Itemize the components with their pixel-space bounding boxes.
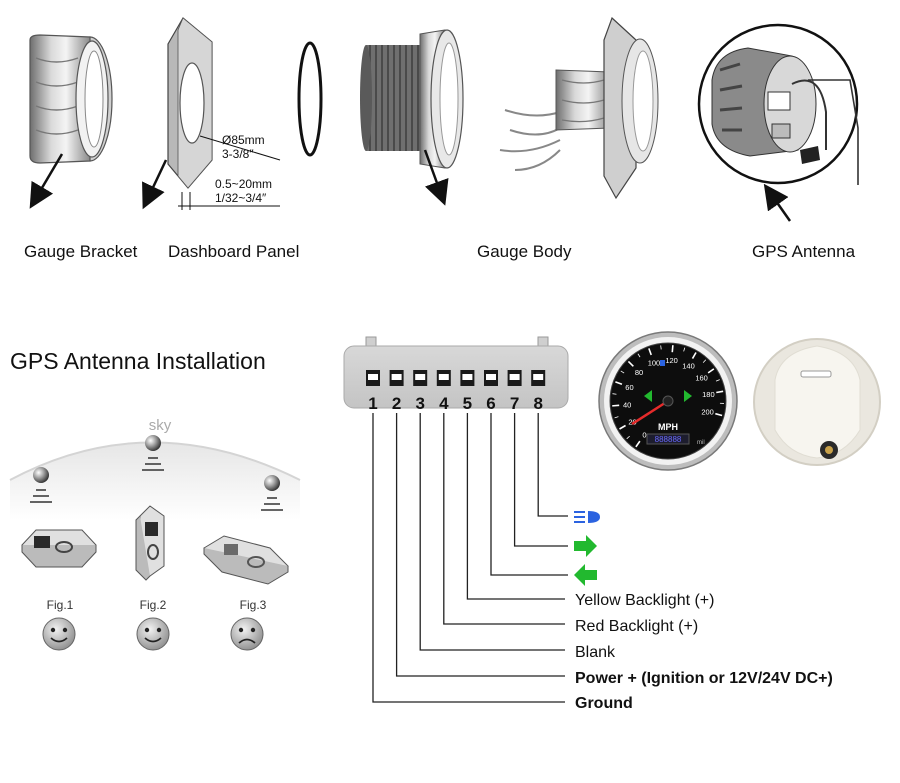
gauge-right-indicator [684,390,692,402]
connector-pin-1: 1 [366,370,380,413]
pin-number-5: 5 [463,394,472,413]
connector-pin-6: 6 [484,370,498,413]
gauge-tick-label-20: 20 [628,418,636,427]
dashboard-panel-label: Dashboard Panel [168,242,299,261]
fig1-antenna-flat [21,529,97,568]
fig1-label: Fig.1 [47,598,74,612]
pin-number-1: 1 [368,394,377,413]
connector-pin-8: 8 [531,370,546,413]
gauge-tick-label-180: 180 [702,390,715,399]
gauge-tick-label-160: 160 [695,373,708,382]
gps-speedometer-back [753,338,881,466]
wire-pin-1 [372,413,565,703]
gauge-tick-label-140: 140 [682,361,695,370]
odometer-value: 888888 [655,435,682,444]
gauge-bracket-label: Gauge Bracket [24,242,138,261]
odometer-display [646,433,690,445]
o-ring [297,41,323,157]
satellite-right [261,475,283,511]
antenna-arrow [763,183,792,222]
pin-number-4: 4 [439,394,449,413]
wiring-lines [372,413,568,703]
gauge-tick-label-120: 120 [665,356,678,365]
fig3-antenna-tilted [203,535,289,585]
wire-label-power: Power + (Ignition or 12V/24V DC+) [575,670,833,687]
thickness-in-label: 1/32~3/4″ [215,191,267,205]
right-turn-arrow-icon [574,535,597,557]
wire-pin-5 [466,413,565,600]
wire-pin-7 [513,413,568,547]
gauge-tick-label-200: 200 [701,408,714,417]
fig1-happy-face-icon [42,617,76,651]
gauge-assembled-illustration [499,16,659,200]
satellite-center [142,435,164,471]
body-arrow [423,149,449,206]
wire-pin-3 [419,413,565,651]
fig3-label: Fig.3 [240,598,267,612]
wire-label-red-backlight: Red Backlight (+) [575,618,698,635]
connector-pin-4: 4 [436,370,451,413]
connector-pin-2: 2 [389,370,404,413]
pin-number-3: 3 [415,394,424,413]
wire-pin-4 [443,413,565,625]
gauge-body-label: Gauge Body [477,242,572,261]
satellite-left [30,467,52,503]
panel-arrow [142,159,168,210]
gauge-bracket-illustration [29,34,113,209]
gauge-tick-label-0: 0 [642,431,646,440]
gauge-tick-label-60: 60 [625,383,633,392]
eight-pin-connector [343,336,569,409]
gauge-tick-label-40: 40 [623,401,631,410]
diameter-in-label: 3-3/8″ [222,147,254,161]
gauge-high-beam-indicator [660,360,665,366]
bracket-arrow [29,153,64,209]
wire-pin-2 [395,413,565,677]
wire-labels: Yellow Backlight (+) Red Backlight (+) B… [575,592,833,712]
gauge-left-indicator [644,390,652,402]
connector-pin-3: 3 [413,370,428,413]
gauge-tick-label-80: 80 [635,368,643,377]
wire-pin-6 [490,413,568,576]
wire-pin-8 [537,413,568,517]
gps-antenna-zoom-illustration [697,23,859,222]
connector-pin-7: 7 [507,370,522,413]
pin-number-6: 6 [486,394,495,413]
sky-label: sky [149,417,172,434]
antenna-installation-title: GPS Antenna Installation [10,348,266,374]
wire-label-ground: Ground [575,695,633,712]
gauge-unit-label: MPH [658,422,678,432]
gauge-body-threaded-illustration [360,29,464,206]
odometer-unit: mil [697,440,705,446]
gauge-tick-label-100: 100 [648,358,661,367]
wire-label-yellow-backlight: Yellow Backlight (+) [575,592,714,609]
dashboard-panel-illustration: Ø85mm 3-3/8″ 0.5~20mm 1/32~3/4″ [142,17,281,210]
wire-label-blank: Blank [575,644,616,661]
connector-pin-5: 5 [460,370,475,413]
sky-dome [9,441,301,520]
fig2-happy-face-icon [136,617,170,651]
left-turn-arrow-icon [574,564,597,586]
pin-number-2: 2 [392,394,401,413]
pin-number-8: 8 [533,394,542,413]
thickness-mm-label: 0.5~20mm [215,177,272,191]
diameter-mm-label: Ø85mm [222,133,265,147]
high-beam-icon [574,511,600,523]
gauge-tick-marks [612,345,724,448]
fig3-sad-face-icon [230,617,264,651]
fig2-label: Fig.2 [140,598,167,612]
gauge-needle [631,399,669,426]
pin-number-7: 7 [510,394,519,413]
gps-antenna-label: GPS Antenna [752,242,856,261]
fig2-antenna-vertical [135,505,165,581]
